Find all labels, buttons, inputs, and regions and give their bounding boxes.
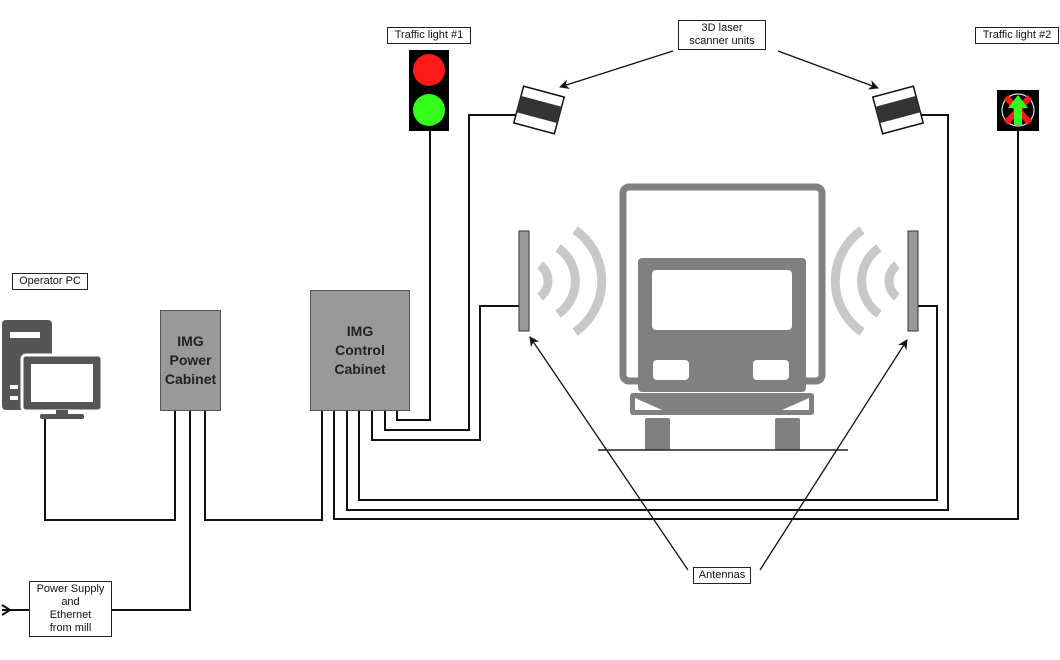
wire-control-antenna1 — [371, 305, 519, 441]
control-cabinet-line1: IMG — [346, 323, 374, 339]
power-supply-line4: from mill — [49, 622, 92, 634]
img-control-cabinet: IMG Control Cabinet — [310, 290, 410, 411]
wire-control-light1 — [396, 130, 431, 421]
signal-waves-icon — [537, 226, 607, 336]
wire-power-control — [204, 410, 323, 521]
desktop-computer-icon — [2, 320, 104, 419]
antenna-arrow-right — [759, 339, 908, 571]
control-cabinet-line3: Cabinet — [334, 361, 386, 377]
rfid-antenna-icon — [518, 230, 530, 332]
signal-waves-icon — [830, 226, 900, 336]
power-supply-label: Power Supply and Ethernet from mill — [29, 581, 112, 637]
control-cabinet-line2: Control — [335, 342, 385, 358]
power-cabinet-line3: Cabinet — [164, 371, 217, 387]
laser-scanner-icon — [871, 85, 925, 135]
rfid-antenna-icon — [907, 230, 919, 332]
wire-control-antenna2 — [358, 305, 938, 501]
wiring — [2, 114, 1019, 611]
wire-supply-power — [110, 410, 191, 611]
wire-pc-power — [44, 410, 176, 521]
antennas-label: Antennas — [693, 567, 751, 584]
antenna-arrow-left — [529, 336, 689, 571]
traffic-light-2-label: Traffic light #2 — [975, 27, 1059, 44]
laser-scanner-icon — [512, 85, 566, 135]
wire-control-scanner2 — [346, 114, 949, 511]
wire-control-light2 — [333, 130, 1019, 520]
truck-front-icon — [598, 183, 848, 451]
power-supply-line1: Power Supply — [36, 583, 105, 595]
traffic-light-1-label: Traffic light #1 — [387, 27, 471, 44]
scanner-units-label-line2: scanner units — [689, 35, 755, 47]
lane-signal-arrow-icon — [997, 90, 1039, 131]
wire-control-scanner1 — [384, 114, 520, 431]
img-power-cabinet: IMG Power Cabinet — [160, 310, 221, 411]
power-cabinet-line2: Power — [169, 352, 212, 368]
operator-pc-label: Operator PC — [12, 273, 88, 290]
scanner-units-label-line1: 3D laser — [701, 22, 743, 34]
power-supply-line3: Ethernet — [49, 609, 92, 621]
scanner-arrow-left — [559, 50, 674, 90]
scanner-units-label: 3D laser scanner units — [678, 20, 766, 50]
power-cabinet-line1: IMG — [177, 333, 204, 349]
power-supply-line2: and — [61, 596, 80, 608]
traffic-light-icon — [409, 50, 449, 131]
scanner-arrow-right — [777, 50, 879, 90]
supply-arrow-icon — [1, 604, 12, 616]
